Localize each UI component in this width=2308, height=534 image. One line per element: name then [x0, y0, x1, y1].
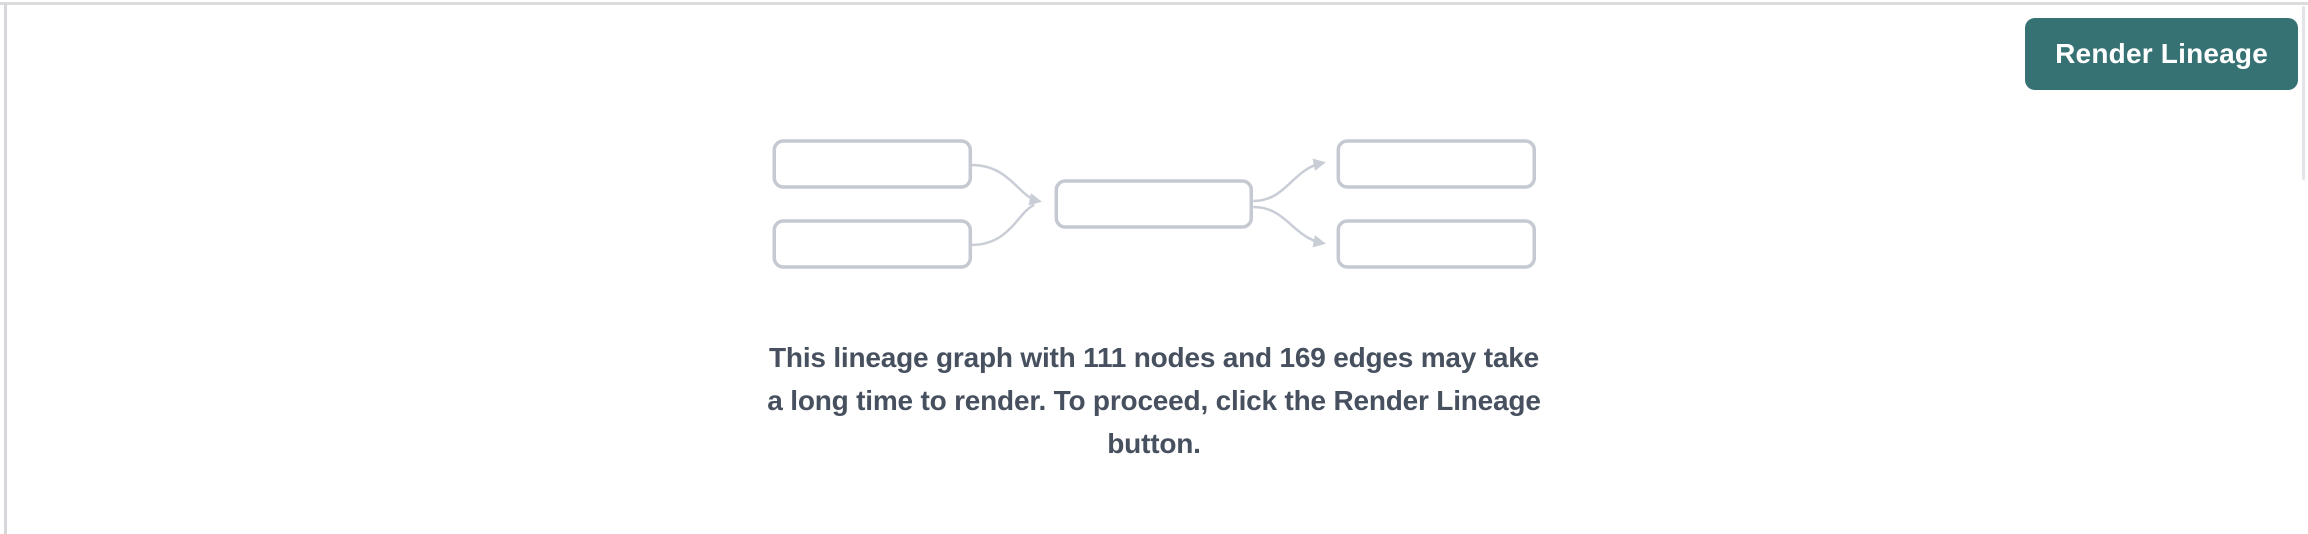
lineage-placeholder: This lineage graph with 111 nodes and 16… [767, 139, 1541, 465]
message-line: a long time to render. To proceed, click… [767, 385, 1541, 416]
edge-downstream-top [1252, 158, 1326, 203]
lineage-graph-illustration [772, 139, 1536, 269]
render-warning-message: This lineage graph with 111 nodes and 16… [767, 336, 1541, 465]
panel-left-border [4, 3, 7, 534]
message-line: This lineage graph with 111 nodes and 16… [769, 342, 1539, 373]
diagram-node [772, 139, 972, 189]
diagram-node [1336, 219, 1536, 269]
render-lineage-button[interactable]: Render Lineage [2025, 18, 2298, 90]
diagram-node [1336, 139, 1536, 189]
message-line: button. [1107, 428, 1201, 459]
edge-upstream-top [970, 163, 1042, 206]
edge-downstream-bottom [1252, 205, 1326, 248]
panel-top-border [0, 2, 2308, 5]
edge-upstream-bottom [970, 203, 1035, 247]
diagram-node [772, 219, 972, 269]
vertical-scrollbar-thumb[interactable] [2302, 6, 2305, 180]
diagram-node [1054, 179, 1253, 229]
